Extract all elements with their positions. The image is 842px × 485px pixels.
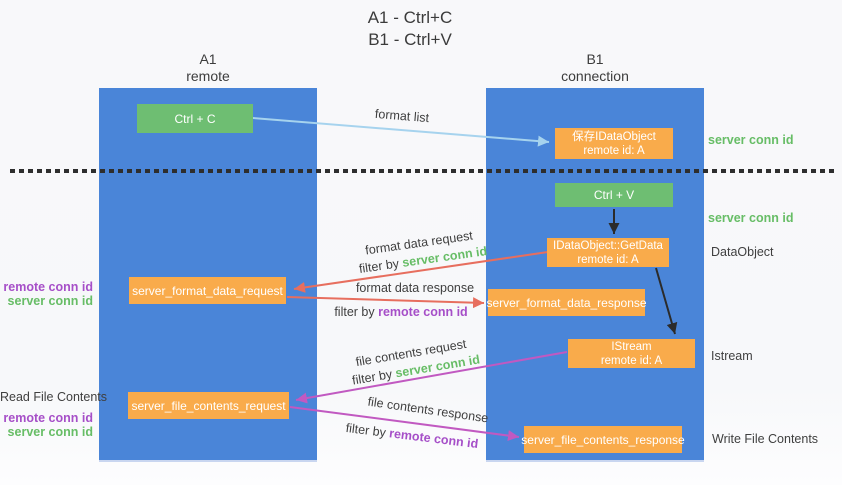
right-server-conn-id-annotation-top: server conn id: [708, 133, 794, 147]
write-file-contents-annotation: Write File Contents: [712, 432, 819, 446]
read-file-contents-annotation: Read File Contents: [0, 390, 108, 404]
save-idataobject-node: 保存IDataObject remote id: A: [555, 128, 673, 159]
server-file-contents-request-label: server_file_contents_request: [131, 398, 286, 413]
idataobject-getdata-node: IDataObject::GetData remote id: A: [547, 238, 669, 267]
file-contents-response-edge-label: file contents response: [366, 394, 490, 426]
getdata-remote-id: remote id: A: [577, 253, 639, 266]
ctrl-v-node: Ctrl + V: [555, 183, 673, 207]
filter-by-prefix: filter by: [344, 420, 387, 440]
lane-header-b1: B1 connection: [486, 51, 704, 85]
istream-node: IStream remote id: A: [568, 339, 695, 368]
filter-by-prefix: filter by: [358, 256, 400, 276]
server-file-contents-response-node: server_file_contents_response: [521, 426, 685, 453]
lane-header-a1: A1 remote: [99, 51, 317, 85]
left-server-conn-id-annotation-top: server conn id: [7, 294, 93, 308]
filter-by-prefix: filter by: [334, 305, 375, 319]
left-remote-conn-id-annotation-bottom: remote conn id: [3, 411, 93, 425]
server-file-contents-request-node: server_file_contents_request: [128, 392, 289, 419]
server-format-data-response-node: server_format_data_response: [486, 289, 647, 316]
istream-annotation: Istream: [711, 349, 753, 363]
lane-b1-name: B1: [586, 51, 604, 67]
server-format-data-request-node: server_format_data_request: [129, 277, 286, 304]
save-idataobject-remote-id: remote id: A: [583, 144, 645, 157]
title-line-2: B1 - Ctrl+V: [368, 30, 452, 49]
istream-title: IStream: [611, 340, 652, 353]
format-data-response-filter-label: filter by remote conn id: [334, 305, 467, 319]
left-remote-conn-id-annotation-top: remote conn id: [3, 280, 93, 294]
dataobject-annotation: DataObject: [711, 245, 774, 259]
lane-a1-subtitle: remote: [186, 68, 230, 84]
lane-a1-name: A1: [199, 51, 217, 67]
format-list-edge-label: format list: [374, 106, 430, 126]
ctrl-c-label: Ctrl + C: [174, 111, 216, 126]
istream-remote-id: remote id: A: [600, 354, 663, 367]
format-data-response-edge-label: format data response: [355, 281, 475, 295]
ctrl-c-node: Ctrl + C: [137, 104, 253, 133]
getdata-title: IDataObject::GetData: [553, 239, 663, 252]
diagram-title: A1 - Ctrl+C B1 - Ctrl+V: [290, 7, 530, 51]
right-server-conn-id-annotation-mid: server conn id: [708, 211, 794, 225]
lane-b1-subtitle: connection: [561, 68, 629, 84]
server-file-contents-response-label: server_file_contents_response: [521, 432, 685, 447]
remote-conn-id-key: remote conn id: [378, 305, 468, 319]
file-contents-response-filter-label: filter by remote conn id: [345, 421, 479, 451]
title-line-1: A1 - Ctrl+C: [367, 8, 453, 27]
ctrl-v-label: Ctrl + V: [593, 188, 635, 202]
filter-by-prefix: filter by: [351, 367, 394, 388]
save-idataobject-title: 保存IDataObject: [572, 130, 656, 143]
server-format-data-request-label: server_format_data_request: [132, 283, 283, 298]
server-format-data-response-label: server_format_data_response: [486, 295, 647, 310]
left-server-conn-id-annotation-bottom: server conn id: [7, 425, 93, 439]
remote-conn-id-key: remote conn id: [388, 426, 480, 452]
